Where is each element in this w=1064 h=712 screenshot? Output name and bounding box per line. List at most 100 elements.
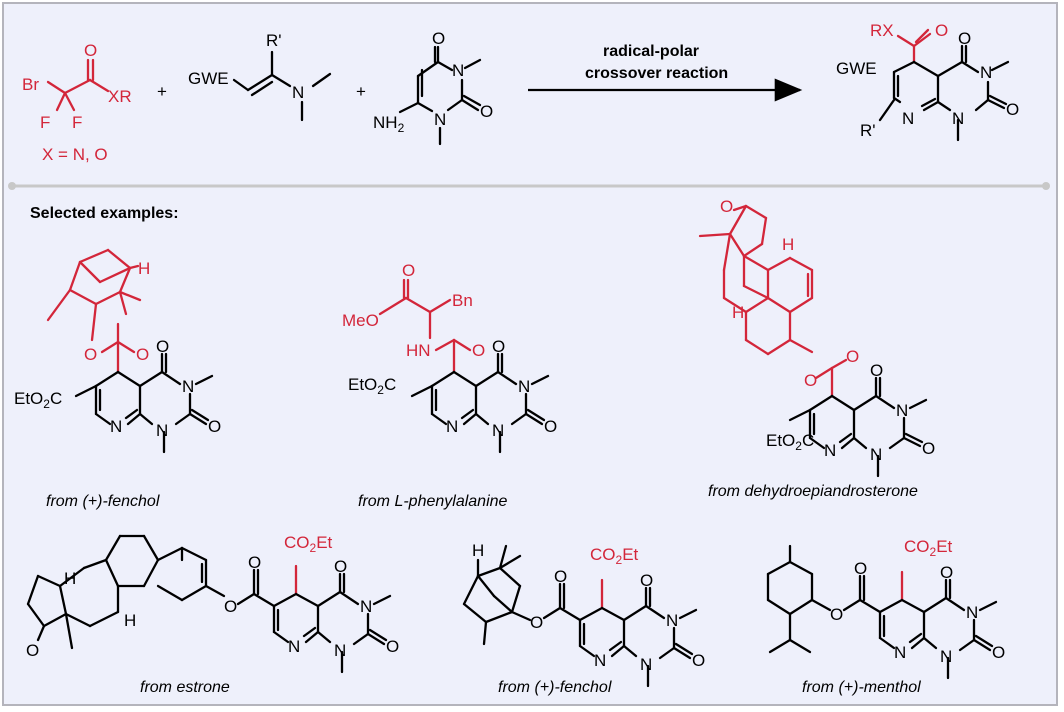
atom-h: H [64, 569, 76, 588]
atom-n: N [434, 110, 446, 129]
example-6-structure: O O CO2Et O N O N N from (+)-menthol [766, 537, 1005, 696]
example-4-structure: O H H O O CO2Et O N O N N from [26, 533, 399, 696]
atom-n: N [896, 401, 908, 420]
atom-o: O [480, 102, 493, 121]
atom-n: N [870, 445, 882, 464]
atom-n: N [182, 377, 194, 396]
atom-o: O [26, 641, 39, 660]
atom-o: O [208, 417, 221, 436]
atom-n: N [902, 109, 914, 128]
atom-o: O [940, 563, 953, 582]
atom-o: O [492, 337, 505, 356]
atom-o: O [992, 643, 1005, 662]
atom-rprime: R' [266, 31, 282, 50]
atom-gwe: GWE [188, 69, 229, 88]
atom-n: N [940, 647, 952, 666]
atom-n: N [492, 421, 504, 440]
atom-xr: XR [108, 87, 132, 106]
atom-n: N [156, 421, 168, 440]
condition-line-1: radical-polar [603, 43, 699, 60]
example-label: from L-phenylalanine [358, 493, 508, 510]
atom-n: N [966, 603, 978, 622]
atom-n: N [980, 63, 992, 82]
example-3-structure: O H H O O [698, 197, 935, 500]
atom-n: N [334, 641, 346, 660]
atom-o: O [530, 613, 543, 632]
atom-o: O [386, 637, 399, 656]
reagent-aminouracil: O N O N NH2 [373, 29, 493, 146]
atom-rx: RX [870, 21, 894, 40]
example-1-structure: H O O O N O N N EtO2C from (+)-fenchol [14, 248, 221, 510]
atom-h: H [138, 259, 150, 278]
atom-bn: Bn [452, 291, 473, 310]
atom-o: O [544, 417, 557, 436]
atom-meo: MeO [342, 311, 379, 330]
atom-n: N [110, 417, 122, 436]
atom-f: F [72, 113, 82, 132]
plus-sign: + [356, 82, 366, 101]
atom-o: O [84, 41, 97, 60]
atom-n: N [292, 83, 304, 102]
example-label: from (+)-fenchol [46, 493, 160, 510]
atom-n: N [824, 441, 836, 460]
atom-o: O [958, 29, 971, 48]
example-5-structure: H O O CO2Et [462, 541, 705, 696]
atom-f: F [40, 113, 50, 132]
atom-o: O [554, 567, 567, 586]
atom-o: O [830, 605, 843, 624]
atom-co2et: CO2Et [284, 533, 333, 555]
example-label: from estrone [140, 679, 230, 696]
condition-line-2: crossover reaction [585, 65, 728, 82]
atom-o: O [922, 439, 935, 458]
example-2-structure: O MeO Bn HN O O N O N [342, 261, 557, 510]
atom-n: N [640, 655, 652, 674]
atom-n: N [594, 651, 606, 670]
atom-n: N [288, 637, 300, 656]
atom-o: O [472, 341, 485, 360]
atom-h: H [124, 611, 136, 630]
reagent-enamine: GWE R' N [188, 31, 332, 122]
atom-o: O [1006, 100, 1019, 119]
atom-h: H [732, 303, 744, 322]
atom-o: O [334, 557, 347, 576]
reagent-bromodifluoro: Br O XR F F X = N, O [22, 41, 132, 164]
product-pyridopyrimidine: RX O GWE O N O N N R' [836, 21, 1019, 142]
atom-o: O [692, 651, 705, 670]
atom-eto2c: EtO2C [14, 389, 62, 411]
atom-o: O [846, 347, 859, 366]
atom-n: N [360, 597, 372, 616]
x-note: X = N, O [42, 145, 108, 164]
atom-n: N [666, 611, 678, 630]
atom-co2et: CO2Et [904, 537, 953, 559]
example-label: from dehydroepiandrosterone [708, 483, 918, 500]
atom-gwe: GWE [836, 59, 877, 78]
atom-eto2c: EtO2C [348, 375, 396, 397]
atom-o: O [804, 371, 817, 390]
atom-o: O [432, 29, 445, 48]
atom-n: N [518, 377, 530, 396]
atom-o: O [136, 345, 149, 364]
atom-h: H [782, 235, 794, 254]
atom-n: N [952, 109, 964, 128]
example-label: from (+)-fenchol [498, 679, 612, 696]
atom-o: O [640, 571, 653, 590]
atom-o: O [854, 559, 867, 578]
atom-o: O [720, 197, 733, 216]
example-label: from (+)-menthol [802, 679, 921, 696]
atom-o: O [870, 361, 883, 380]
atom-hn: HN [406, 341, 431, 360]
atom-o: O [248, 553, 261, 572]
atom-rprime: R' [860, 121, 876, 140]
section-title: Selected examples: [30, 205, 179, 222]
atom-n: N [446, 417, 458, 436]
plus-sign: + [157, 82, 167, 101]
atom-nh2: NH2 [373, 113, 405, 135]
atom-eto2c: EtO2C [766, 431, 814, 453]
atom-o: O [156, 337, 169, 356]
atom-o: O [224, 597, 237, 616]
atom-o: O [402, 261, 415, 280]
atom-o: O [84, 345, 97, 364]
atom-co2et: CO2Et [590, 545, 639, 567]
